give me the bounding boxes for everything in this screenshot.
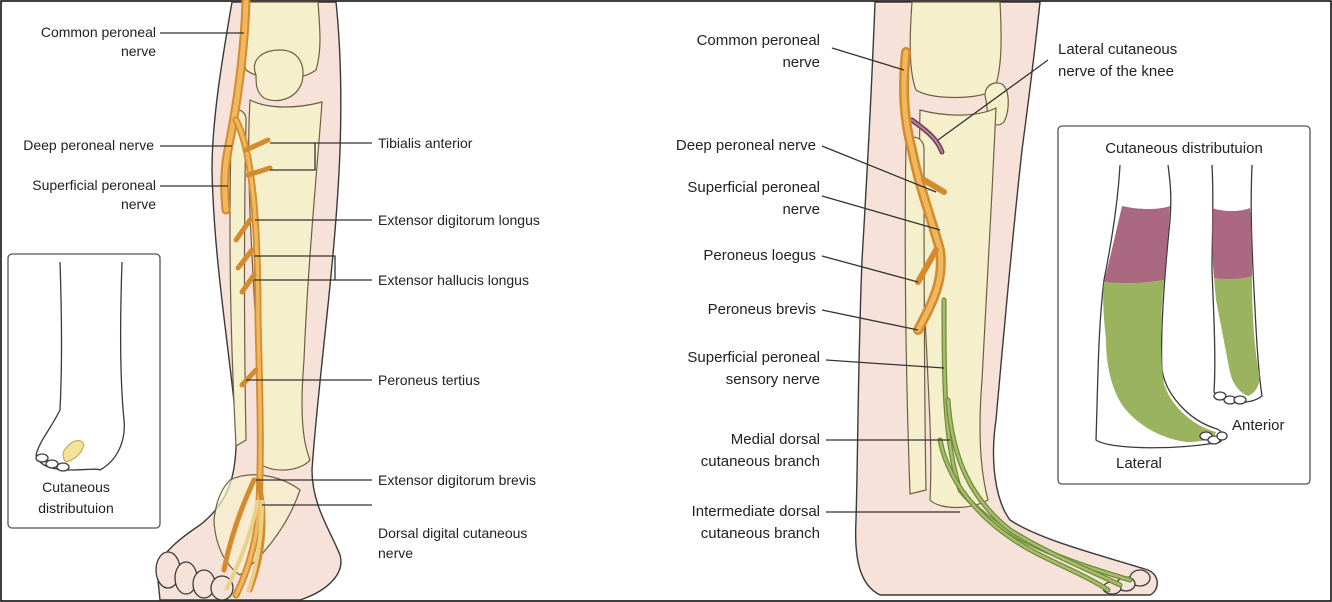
right-inset: Cutaneous distributuion Lateral Anterior xyxy=(1058,126,1310,484)
label-r-medial-dorsal-1: Medial dorsal xyxy=(731,431,820,448)
label-peroneus-tertius: Peroneus tertius xyxy=(378,372,480,388)
label-common-peroneal-2: nerve xyxy=(121,43,156,59)
label-common-peroneal-1: Common peroneal xyxy=(41,24,156,40)
label-r-superficial-sensory-2: sensory nerve xyxy=(726,371,820,388)
label-r-intermediate-dorsal-2: cutaneous branch xyxy=(701,525,820,542)
right-leg-figure: Common peroneal nerve Deep peroneal nerv… xyxy=(676,2,1310,595)
right-femur xyxy=(910,2,1001,98)
label-r-superficial-sensory-1: Superficial peroneal xyxy=(687,349,820,366)
label-r-superficial-peroneal-2: nerve xyxy=(782,201,820,218)
inset-label-anterior: Anterior xyxy=(1232,417,1285,434)
label-r-medial-dorsal-2: cutaneous branch xyxy=(701,453,820,470)
label-r-superficial-peroneal-1: Superficial peroneal xyxy=(687,179,820,196)
label-ext-digitorum-longus: Extensor digitorum longus xyxy=(378,212,540,228)
left-fibula xyxy=(230,109,246,446)
left-leg-figure: Common peroneal nerve Deep peroneal nerv… xyxy=(8,2,540,600)
label-r-peroneus-brevis: Peroneus brevis xyxy=(708,301,816,318)
label-r-lateral-cutaneous-2: nerve of the knee xyxy=(1058,63,1174,80)
inset-caption-1: Cutaneous xyxy=(42,479,110,495)
label-deep-peroneal: Deep peroneal nerve xyxy=(23,137,154,153)
label-dorsal-digital-1: Dorsal digital cutaneous xyxy=(378,525,527,541)
left-patella xyxy=(254,50,303,101)
label-dorsal-digital-2: nerve xyxy=(378,545,413,561)
label-r-common-peroneal-1: Common peroneal xyxy=(697,32,820,49)
label-r-peroneus-longus: Peroneus loegus xyxy=(703,247,816,264)
right-inset-title: Cutaneous distributuion xyxy=(1105,140,1263,157)
left-inset: Cutaneous distributuion xyxy=(8,254,160,528)
label-superficial-peroneal-2: nerve xyxy=(121,196,156,212)
label-r-lateral-cutaneous-1: Lateral cutaneous xyxy=(1058,41,1177,58)
label-superficial-peroneal-1: Superficial peroneal xyxy=(32,177,156,193)
label-ext-hallucis-longus: Extensor hallucis longus xyxy=(378,272,529,288)
inset-caption-2: distributuion xyxy=(38,500,114,516)
label-tibialis-anterior: Tibialis anterior xyxy=(378,135,473,151)
label-r-common-peroneal-2: nerve xyxy=(782,54,820,71)
inset-label-lateral: Lateral xyxy=(1116,455,1162,472)
inset-anterior-purple xyxy=(1212,208,1252,279)
label-ext-digitorum-brevis: Extensor digitorum brevis xyxy=(378,472,536,488)
label-r-intermediate-dorsal-1: Intermediate dorsal xyxy=(692,503,820,520)
label-r-deep-peroneal: Deep peroneal nerve xyxy=(676,137,816,154)
